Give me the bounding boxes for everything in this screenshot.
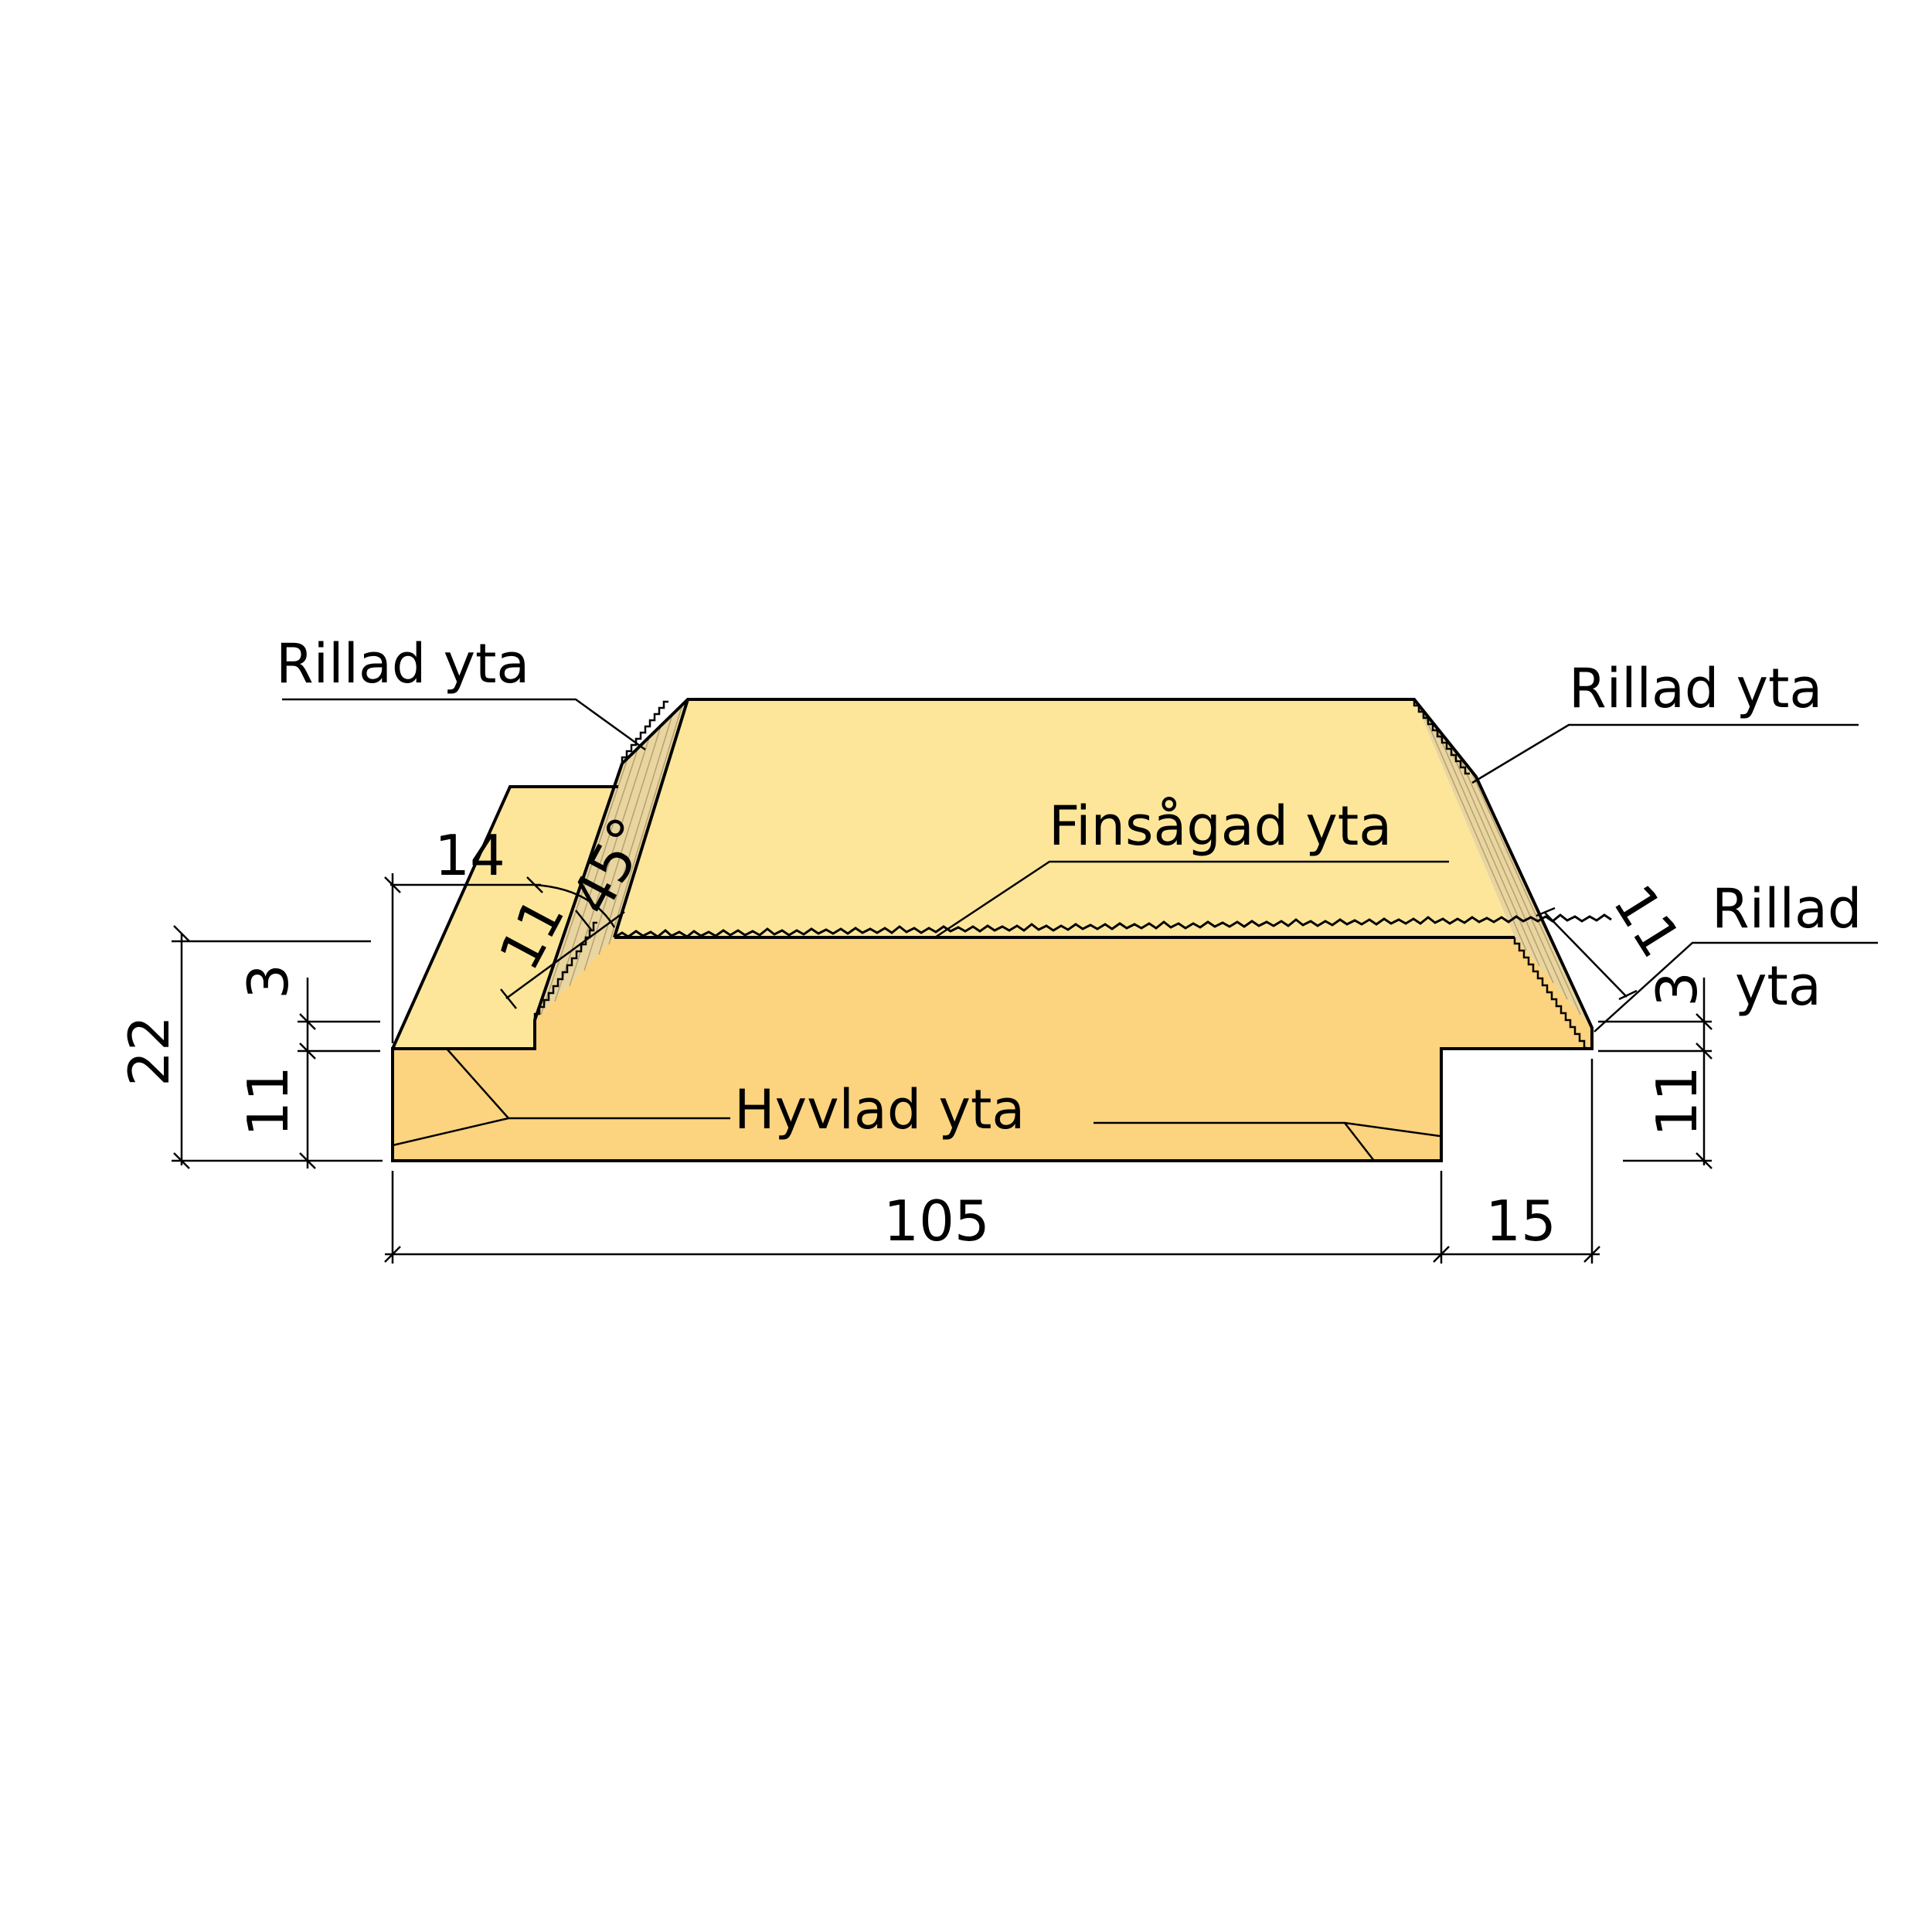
leader-rillad-left [282,698,646,751]
front-face [393,937,1592,1161]
finsagad-rough-edge [614,913,1612,939]
board-outline [391,698,1594,1162]
left-ledge-top-face [393,787,618,1049]
label-rillad-right-line1: Rillad [1712,877,1862,940]
leader-hyvlad-right-2 [1344,1121,1440,1138]
main-top-face [614,699,1515,937]
label-hyvlad: Hyvlad yta [734,1078,1025,1141]
dim-lip-height-right: 3 [1645,971,1709,1007]
left-rillad-serration [533,700,668,1020]
dimension-lines [172,873,1713,1264]
dim-total-height: 22 [117,1015,182,1087]
dim-lip-height-left: 3 [236,964,301,999]
label-rillad-right-line2: yta [1735,954,1821,1018]
label-rillad-right-top: Rillad yta [1569,657,1822,720]
dim-base-height-right: 11 [1645,1066,1709,1137]
label-finsagad: Finsågad yta [1049,794,1392,858]
leader-lines [282,698,1878,1162]
dim-base-height-left: 11 [236,1066,301,1137]
right-rillad-ribs [1421,709,1581,1015]
dim-top-offset: 14 [434,823,505,888]
board-profile [391,698,1612,1162]
left-rillad-face [535,699,688,1020]
leader-rillad-right-top [1471,723,1859,784]
leader-finsagad [934,860,1449,939]
surface-labels: Rillad yta Rillad yta Finsågad yta Rilla… [276,632,1862,1141]
label-rillad-left: Rillad yta [276,632,529,696]
leader-hyvlad-left-2 [392,1117,509,1147]
dim-main-width: 105 [883,1189,989,1253]
leader-rillad-right [1594,941,1878,1032]
dim-tongue-width: 15 [1485,1189,1556,1253]
right-rillad-serration [1413,699,1587,1049]
